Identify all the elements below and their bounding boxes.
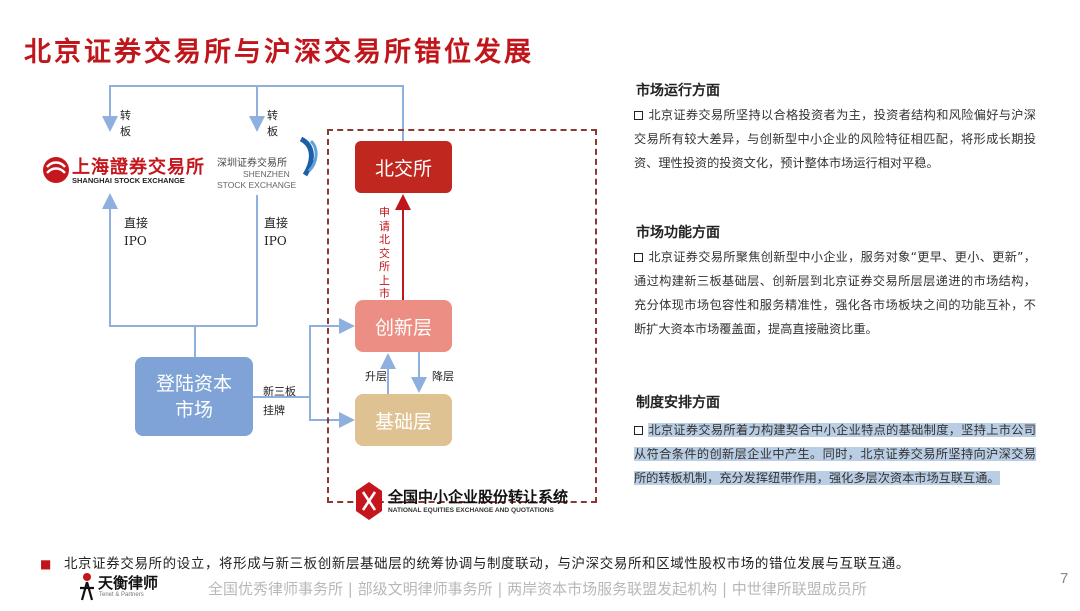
neeq-logo-cn: 全国中小企业股份转让系统 [388,489,569,506]
apply-listing-label: 申请北交所上市 [379,206,390,300]
upgrade-label: 升层 [365,370,387,383]
firm-name-en: Tenet & Partners [99,592,144,598]
capital-market-box: 登陆资本市场 [135,357,253,436]
firm-logo: 天衡律师 Tenet & Partners [78,570,188,606]
neeq-emblem-icon [356,482,382,520]
neeq-logo-en: NATIONAL EQUITIES EXCHANGE AND QUOTATION… [388,507,554,514]
listing-to-jcc [309,397,355,428]
section-heading-system: 制度安排方面 [636,395,720,411]
checkbox-bullet-icon [634,111,643,120]
section-heading-operation: 市场运行方面 [636,83,720,99]
szse-logo-en1: SHENZHEN [243,169,290,179]
downgrade-label: 降层 [432,370,454,383]
section-heading-function: 市场功能方面 [636,225,720,241]
square-bullet-icon: ■ [40,557,52,571]
ipo-line [102,193,196,357]
sse-logo: 上海證券交易所 SHANGHAI STOCK EXCHANGE [42,153,204,191]
page-title: 北京证券交易所与沪深交易所错位发展 [24,37,534,68]
checkbox-bullet-icon [634,253,643,262]
bse-box: 北交所 [355,141,452,193]
base-tier-box: 基础层 [355,394,452,446]
firm-figure-icon [80,573,94,601]
transfer-label-szse: 转板 [267,109,278,138]
section-body-system: 北京证券交易所着力构建契合中小企业特点的基础制度，坚持上市公司从符合条件的创新层… [634,423,1036,485]
transfer-label-sse: 转板 [120,109,131,138]
footer-credentials: 全国优秀律师事务所 | 部级文明律师事务所 | 两岸资本市场服务联盟发起机构 |… [208,580,867,598]
szse-emblem-icon [299,137,318,177]
section-body-function: 北京证券交易所聚焦创新型中小企业，服务对象“更早、更小、更新”，通过构建新三板基… [634,250,1036,336]
capital-market-line2: 市场 [174,398,213,421]
szse-logo-en2: STOCK EXCHANGE [217,180,297,190]
sse-emblem-icon [43,157,69,183]
capital-market-line1: 登陆资本 [155,372,232,395]
flow-arrows [102,85,427,428]
checkbox-bullet-icon [634,426,643,435]
neeq-listing-label: 新三板挂牌 [263,385,296,417]
section-body-operation: 北京证券交易所坚持以合格投资者为主，投资者结构和风险偏好与沪深交易所有较大差异，… [634,108,1036,170]
innovation-tier-box: 创新层 [355,300,452,352]
szse-logo: 深圳证券交易所 SHENZHEN STOCK EXCHANGE [213,137,328,195]
sse-logo-en: SHANGHAI STOCK EXCHANGE [72,176,185,185]
neeq-logo: 全国中小企业股份转让系统 NATIONAL EQUITIES EXCHANGE … [354,481,576,521]
szse-logo-cn: 深圳证券交易所 [217,158,287,169]
neeq-dashed-frame [327,129,597,503]
firm-name: 天衡律师 [98,574,159,592]
page-number: 7 [1060,570,1069,587]
listing-to-cxc [309,318,355,397]
summary-note: ■北京证券交易所的设立，将形成与新三板创新层基础层的统筹协调与制度联动，与沪深交… [40,556,910,572]
sse-logo-cn: 上海證券交易所 [72,157,205,178]
